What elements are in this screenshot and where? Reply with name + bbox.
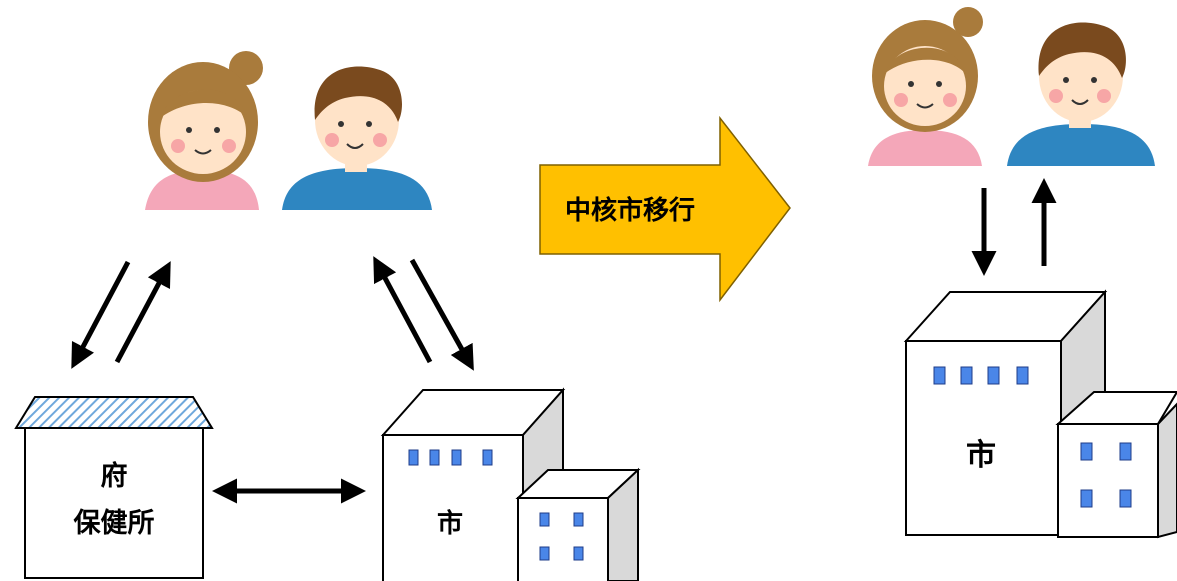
arrow-up-to-couple [114,261,171,364]
city-label-before: 市 [437,508,463,539]
woman-icon [145,51,263,210]
man-icon [282,66,432,210]
city-building-after: 市 [903,289,1177,539]
health-center-label-line1: 府 [101,460,128,492]
woman-icon [868,7,983,166]
transition-label: 中核市移行 [565,195,695,226]
arrows-couple-city [373,256,474,371]
arrow-down-to-healthcenter [71,260,131,369]
health-center-label-line2: 保健所 [73,508,155,539]
man-icon [1007,22,1155,166]
arrows-couple-healthcenter [71,260,171,369]
transition-arrow: 中核市移行 [539,115,791,303]
arrow-down-to-city [409,258,474,371]
health-center-building: 府 保健所 [14,396,214,579]
arrow-up-to-couple-from-city [373,256,433,364]
roof-icon [14,396,214,429]
couple-before [145,51,432,210]
windows-row [408,449,493,466]
city-building-before: 市 [380,387,641,581]
couple-after [868,7,1155,166]
city-label-after: 市 [966,438,996,473]
